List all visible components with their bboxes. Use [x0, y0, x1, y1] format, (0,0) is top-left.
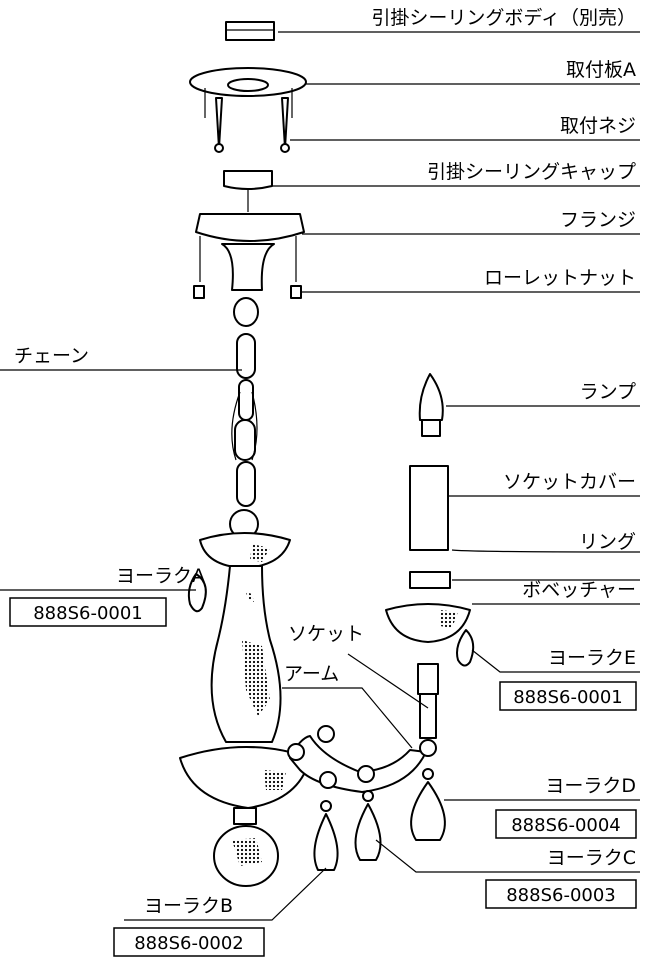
label-bobeche: ボベッチャー — [522, 579, 636, 601]
knurled-nut-part — [193, 285, 302, 299]
mount-plate-part — [189, 67, 307, 118]
ceiling-cap-part — [223, 170, 273, 212]
label-knurled-nut: ローレットナット — [484, 267, 636, 289]
label-ceiling-body: 引掛シーリングボディ（別売） — [371, 7, 636, 29]
part-labels: 引掛シーリングボディ（別売） 取付板A 取付ネジ 引掛シーリングキャップ フラン… — [14, 7, 636, 917]
label-socket-cover: ソケットカバー — [503, 471, 636, 493]
label-arm: アーム — [284, 663, 339, 685]
yoraku-d-part — [410, 768, 446, 841]
label-yoraku-d: ヨーラクD — [545, 775, 636, 797]
label-yoraku-a: ヨーラクA — [116, 565, 205, 587]
label-yoraku-e: ヨーラクE — [548, 647, 636, 669]
code-yoraku-c: 888S6-0003 — [506, 885, 616, 906]
socket-cover-part — [409, 465, 449, 551]
label-ring: リング — [579, 531, 636, 553]
yoraku-c-part — [354, 790, 382, 861]
part-code-boxes: 888S6-0001 888S6-0001 888S6-0004 888S6-0… — [9, 597, 637, 957]
code-yoraku-e: 888S6-0001 — [513, 687, 623, 708]
arm-part — [287, 725, 437, 793]
flange-part — [195, 213, 305, 291]
leader-lines — [0, 31, 641, 921]
ceiling-body-part — [225, 21, 275, 41]
yoraku-b-part — [313, 800, 339, 871]
label-yoraku-b: ヨーラクB — [144, 895, 233, 917]
label-mount-screw: 取付ネジ — [560, 115, 636, 137]
label-ceiling-cap: 引掛シーリングキャップ — [427, 161, 636, 183]
label-flange: フランジ — [560, 209, 636, 231]
bobeche-part — [385, 603, 475, 667]
code-yoraku-a: 888S6-0001 — [33, 603, 143, 624]
ring-part — [409, 571, 451, 589]
label-lamp: ランプ — [580, 381, 636, 403]
label-chain: チェーン — [14, 345, 89, 367]
lamp-part — [418, 373, 444, 437]
code-yoraku-d: 888S6-0004 — [511, 815, 621, 836]
label-socket: ソケット — [288, 623, 364, 645]
chain-part — [229, 297, 259, 539]
upper-dish-part — [187, 532, 291, 613]
label-yoraku-c: ヨーラクC — [547, 847, 636, 869]
lower-bowl-part — [179, 746, 311, 887]
mount-screw-part — [214, 97, 290, 153]
code-yoraku-b: 888S6-0002 — [134, 933, 244, 954]
socket-part — [417, 663, 439, 739]
vase-body-part — [210, 565, 282, 743]
label-mount-plate: 取付板A — [566, 59, 636, 81]
